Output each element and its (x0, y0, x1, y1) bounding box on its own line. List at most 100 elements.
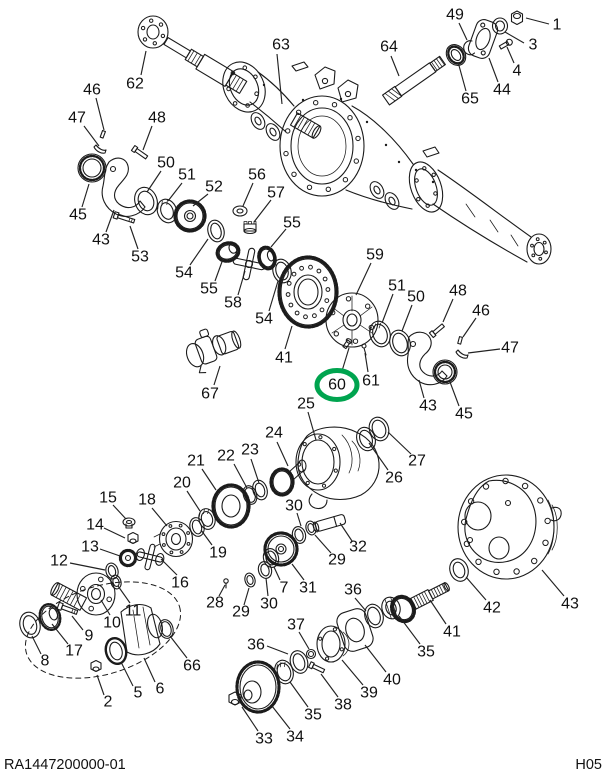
part-oring-66 (158, 619, 174, 639)
leader-52 (192, 193, 209, 207)
leader-45 (81, 183, 90, 208)
callout-48: 48 (449, 283, 467, 300)
page-code: H05 (575, 757, 602, 773)
part-gear-31 (263, 531, 299, 567)
callout-34: 34 (286, 729, 304, 746)
leader-6 (143, 657, 156, 683)
callout-17: 17 (65, 643, 83, 660)
callout-19: 19 (209, 545, 227, 562)
leader-37 (298, 631, 310, 650)
doc-number: RA1447200000-01 (4, 757, 126, 773)
part-bolt-4 (498, 38, 513, 50)
part-ring-26 (356, 426, 376, 452)
callout-30: 30 (285, 498, 303, 515)
callout-43: 43 (92, 232, 110, 249)
callout-16: 16 (171, 575, 189, 592)
callout-22: 22 (217, 448, 235, 465)
leader-29 (243, 587, 250, 606)
part-bolt-48-right (428, 323, 445, 339)
part-lock-ring-45-left (77, 153, 107, 183)
leader-20 (186, 490, 201, 512)
part-side-gear-55-left (215, 241, 241, 263)
part-gasket-40 (336, 608, 374, 652)
part-washer-30-upper (291, 526, 307, 544)
callout-50: 50 (157, 155, 175, 172)
leader-35 (398, 615, 421, 645)
leader-51 (381, 293, 394, 324)
leader-46 (95, 97, 105, 131)
part-seal-36-right (364, 603, 384, 629)
leader-42 (465, 576, 487, 601)
part-washer-29-upper (305, 520, 317, 536)
leader-38 (320, 673, 339, 698)
leader-9 (71, 615, 84, 631)
leader-27 (387, 431, 412, 455)
leader-63 (276, 53, 283, 105)
leader-47 (467, 348, 501, 354)
leader-31 (291, 563, 305, 581)
part-nut-57 (243, 221, 257, 235)
leader-55 (214, 258, 224, 282)
callout-41: 41 (275, 350, 293, 367)
leader-25 (307, 411, 317, 441)
leader-34 (271, 705, 291, 730)
callout-55: 55 (200, 281, 218, 298)
leader-43 (541, 569, 565, 597)
callout-30: 30 (260, 596, 278, 613)
callout-15: 15 (99, 490, 117, 507)
callout-60: 60 (328, 377, 346, 394)
leader-19 (200, 529, 213, 546)
leader-46 (462, 317, 477, 338)
callout-25: 25 (297, 396, 315, 413)
part-seal-5 (104, 636, 128, 666)
callout-46: 46 (472, 303, 490, 320)
part-bolt-48-left (130, 144, 149, 160)
part-washer-56 (232, 205, 248, 217)
leader-62 (140, 50, 147, 76)
leader-60 (341, 347, 350, 372)
part-pin-46-left (99, 129, 106, 139)
leader-8 (31, 635, 42, 655)
part-washer-12 (105, 562, 119, 580)
leader-48 (442, 298, 454, 323)
callout-51: 51 (178, 167, 196, 184)
leader-35 (289, 681, 309, 708)
leader-36 (354, 597, 367, 612)
part-bolt-53 (112, 211, 136, 224)
callout-46: 46 (83, 82, 101, 99)
leader-54 (189, 238, 209, 266)
part-pinion-shaft-41 (389, 582, 450, 624)
leader-17 (51, 623, 69, 645)
leader-2 (96, 674, 105, 696)
part-flange-10 (50, 572, 116, 616)
callout-4: 4 (513, 63, 522, 80)
leader-5 (120, 661, 134, 687)
callout-5: 5 (134, 685, 143, 702)
callout-29: 29 (232, 604, 250, 621)
callout-38: 38 (334, 697, 352, 714)
leader-32 (339, 522, 353, 542)
part-washer-29-lower (244, 572, 256, 588)
part-axle-housing-63 (222, 61, 552, 265)
part-seal-50-right (389, 329, 411, 357)
leader-41 (284, 325, 293, 350)
leader-10 (100, 599, 111, 616)
callout-52: 52 (205, 179, 223, 196)
part-bearing-51-right (369, 320, 391, 348)
leader-41 (429, 599, 447, 625)
leader-49 (458, 22, 468, 41)
part-hub-52-left (173, 199, 207, 233)
callout-36: 36 (344, 582, 362, 599)
highlight-ellipse (314, 368, 360, 402)
callout-57: 57 (267, 185, 285, 202)
callout-37: 37 (287, 617, 305, 634)
callout-43: 43 (561, 596, 579, 613)
part-gear-13 (118, 548, 138, 568)
leader-45 (449, 381, 460, 407)
leader-24 (276, 441, 289, 467)
part-washer-42 (449, 558, 469, 582)
part-carrier-cover-43 (457, 474, 562, 580)
leader-33 (241, 706, 259, 732)
